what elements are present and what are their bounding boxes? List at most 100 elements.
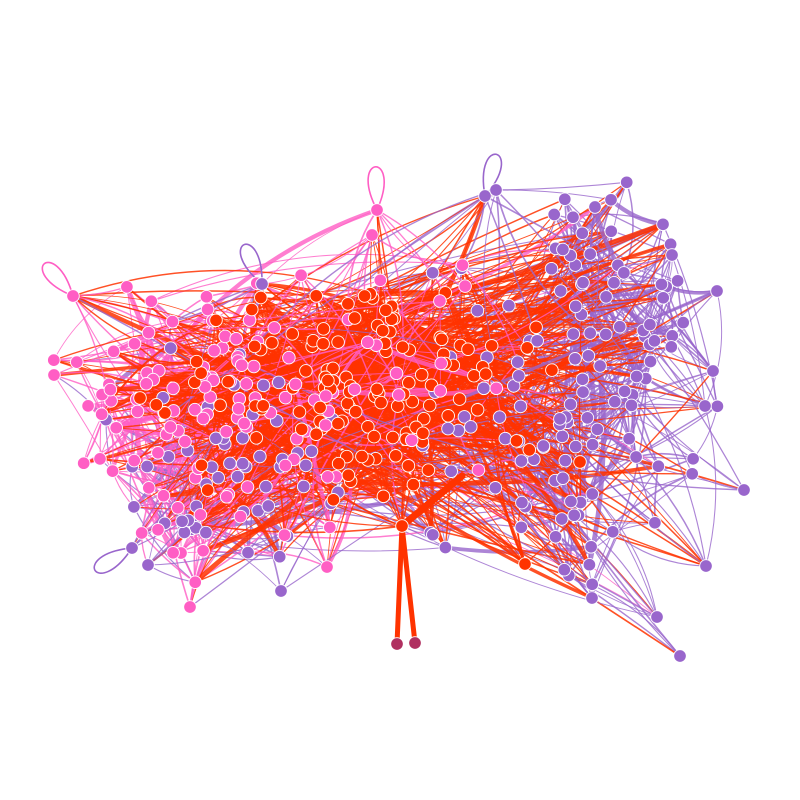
node-purple — [438, 540, 453, 555]
node-pink — [489, 381, 504, 396]
node-purple — [643, 317, 657, 332]
node-purple — [464, 420, 478, 434]
node-purple — [604, 193, 618, 207]
node-pink — [144, 294, 159, 308]
node-purple — [737, 483, 751, 497]
node-purple — [255, 277, 269, 291]
self-loop-edge — [41, 261, 74, 297]
node-pink — [471, 463, 486, 477]
edge — [139, 370, 306, 399]
node-pink — [219, 490, 234, 504]
edge — [131, 458, 283, 549]
node-red — [194, 458, 209, 473]
node-purple — [304, 444, 319, 459]
edge — [53, 374, 114, 472]
edge — [148, 289, 446, 334]
edge — [151, 261, 463, 302]
edge — [76, 321, 173, 363]
edge — [280, 344, 651, 592]
node-purple — [141, 558, 155, 572]
node-pink — [66, 289, 80, 303]
node-purple — [607, 275, 621, 290]
node-purple — [608, 394, 622, 409]
edge — [704, 290, 723, 407]
node-pink — [151, 446, 165, 460]
node-pink — [434, 356, 448, 371]
node-pink — [156, 488, 171, 503]
node-purple — [686, 452, 700, 466]
node-purple — [209, 431, 223, 446]
node-red — [309, 427, 323, 441]
edge — [263, 232, 583, 407]
node-red — [367, 429, 381, 444]
node-purple — [498, 431, 513, 446]
node-purple — [272, 549, 287, 564]
node-purple — [583, 326, 597, 340]
node-purple — [593, 359, 607, 373]
node-pink — [47, 368, 61, 382]
node-purple — [177, 525, 192, 540]
edge — [227, 303, 349, 383]
edge — [312, 428, 328, 568]
node-red — [299, 364, 313, 378]
node-purple — [651, 459, 666, 473]
node-purple — [583, 247, 597, 261]
node-pink — [234, 358, 249, 372]
node-pink — [151, 523, 165, 537]
node-pink — [141, 325, 156, 340]
edge — [614, 224, 664, 402]
edge — [635, 456, 707, 567]
node-pink — [163, 420, 178, 434]
node-red — [294, 422, 309, 437]
node-pink — [94, 407, 109, 421]
node-pink — [120, 280, 134, 294]
node-pink — [360, 335, 375, 350]
self-loop-edge — [367, 166, 385, 211]
edge — [347, 313, 582, 476]
node-pink — [103, 382, 118, 397]
node-purple — [619, 175, 634, 190]
node-purple — [175, 514, 189, 529]
node-red — [331, 335, 345, 349]
node-purple — [676, 315, 690, 330]
node-red — [316, 322, 331, 336]
node-purple — [629, 369, 644, 384]
node-purple — [253, 449, 267, 464]
node-red — [402, 375, 416, 390]
node-red — [509, 434, 524, 448]
node-purple — [617, 266, 631, 280]
node-pink — [391, 388, 406, 402]
node-red — [361, 420, 375, 434]
node-pink — [199, 289, 214, 304]
node-purple — [510, 355, 525, 369]
node-purple — [656, 217, 670, 232]
node-red — [478, 367, 493, 381]
edge — [614, 401, 706, 409]
node-red — [520, 341, 534, 355]
node-purple — [492, 410, 507, 424]
edge — [385, 230, 612, 311]
node-red — [189, 354, 204, 369]
node-purple — [648, 516, 662, 530]
self-loops-layer — [41, 153, 503, 574]
node-pink — [278, 390, 293, 405]
node-red — [341, 297, 355, 311]
node-purple — [599, 327, 613, 342]
self-loop-edge — [93, 547, 133, 574]
node-purple — [544, 261, 559, 276]
edge — [141, 532, 196, 583]
edge — [399, 523, 418, 646]
node-pink — [347, 382, 362, 397]
node-red — [256, 399, 270, 413]
node-red — [313, 400, 327, 415]
node-purple — [127, 500, 141, 514]
edge — [614, 370, 714, 403]
node-purple — [599, 290, 613, 304]
node-purple — [274, 584, 288, 598]
edge — [346, 456, 562, 520]
node-red — [213, 398, 227, 412]
node-purple — [556, 471, 570, 485]
node-pink — [240, 480, 255, 494]
node-purple — [553, 284, 568, 298]
node-red — [316, 337, 330, 351]
